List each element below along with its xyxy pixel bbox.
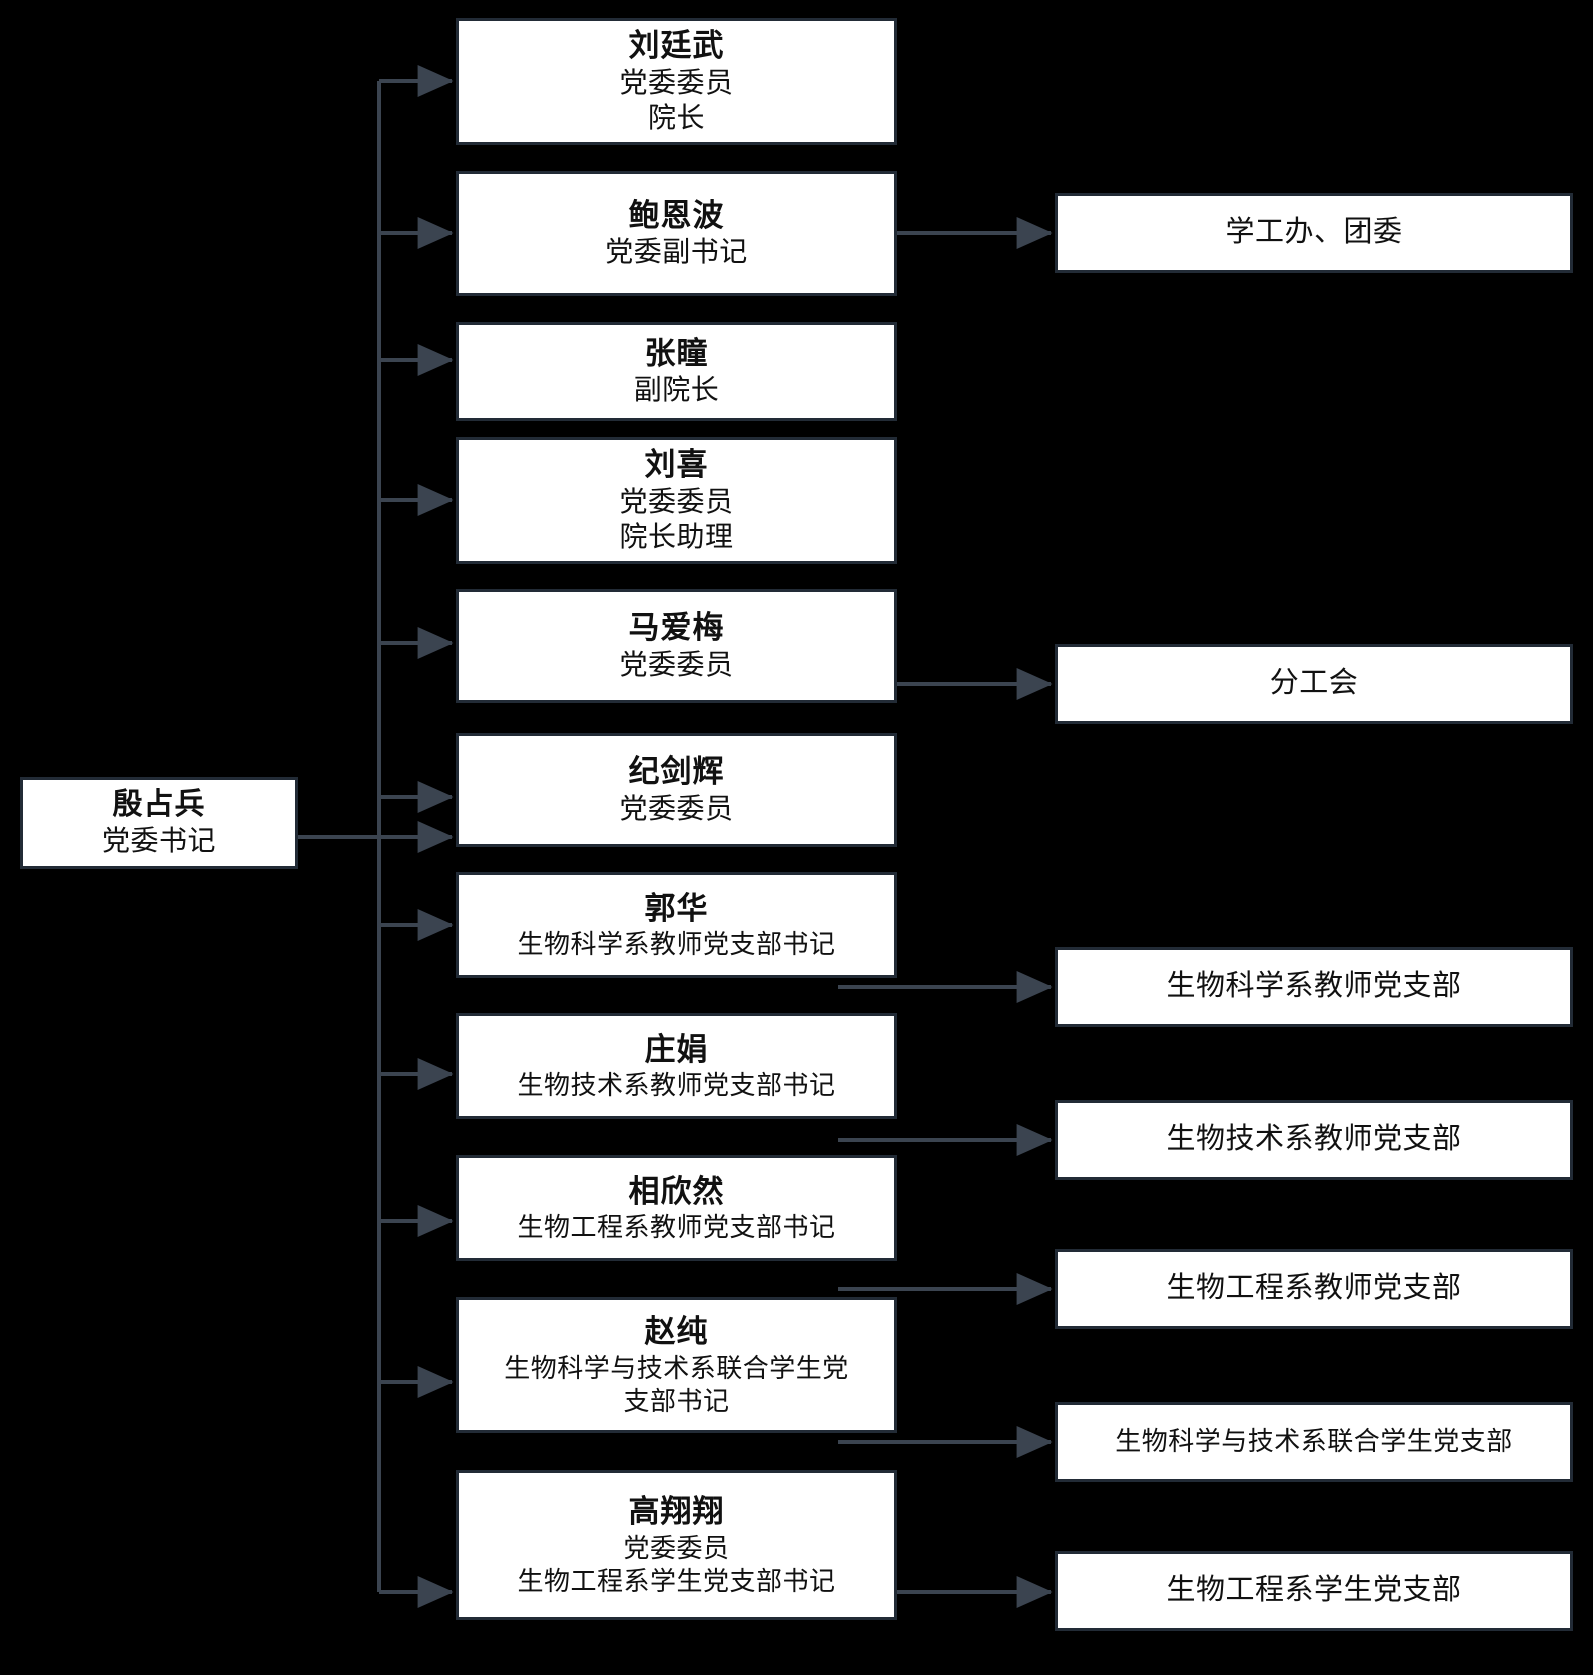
node-member-1[interactable]: 刘廷武 党委委员 院长 (456, 18, 897, 145)
member-title-line1: 党委委员 (619, 649, 734, 681)
member-title-line1: 党委委员 (619, 486, 734, 518)
unit-label: 学工办、团委 (1225, 216, 1403, 249)
root-name: 殷占兵 (112, 787, 206, 821)
node-member-9[interactable]: 相欣然 生物工程系教师党支部书记 (456, 1155, 897, 1261)
node-member-6[interactable]: 纪剑辉 党委委员 (456, 733, 897, 847)
member-name: 相欣然 (628, 1173, 725, 1209)
root-title: 党委书记 (101, 826, 216, 858)
node-unit-9[interactable]: 生物工程系教师党支部 (1055, 1249, 1573, 1329)
unit-label: 生物工程系教师党支部 (1166, 1272, 1462, 1305)
unit-label: 生物工程系学生党支部 (1166, 1574, 1462, 1607)
member-name: 鲍恩波 (628, 197, 725, 233)
member-name: 庄娟 (644, 1031, 709, 1067)
member-name: 刘廷武 (628, 27, 725, 63)
node-unit-8[interactable]: 生物技术系教师党支部 (1055, 1100, 1573, 1180)
member-title-line1: 党委副书记 (605, 237, 748, 269)
member-title-line1: 生物科学与技术系联合学生党 (504, 1353, 849, 1383)
node-unit-2[interactable]: 学工办、团委 (1055, 193, 1573, 273)
member-name: 纪剑辉 (628, 754, 725, 790)
unit-label: 分工会 (1269, 667, 1359, 700)
member-name: 高翔翔 (628, 1493, 725, 1529)
node-unit-11[interactable]: 生物工程系学生党支部 (1055, 1551, 1573, 1631)
node-unit-10[interactable]: 生物科学与技术系联合学生党支部 (1055, 1402, 1573, 1482)
member-title-line2: 支部书记 (623, 1386, 730, 1416)
member-title-line1: 副院长 (633, 375, 720, 407)
member-name: 郭华 (644, 890, 709, 926)
member-name: 马爱梅 (628, 610, 725, 646)
member-title-line1: 生物技术系教师党支部书记 (517, 1071, 836, 1101)
node-member-7[interactable]: 郭华 生物科学系教师党支部书记 (456, 872, 897, 978)
node-member-2[interactable]: 鲍恩波 党委副书记 (456, 171, 897, 296)
node-member-5[interactable]: 马爱梅 党委委员 (456, 589, 897, 703)
member-title-line1: 党委委员 (619, 793, 734, 825)
node-member-3[interactable]: 张瞳 副院长 (456, 322, 897, 421)
member-title-line1: 生物工程系教师党支部书记 (517, 1213, 836, 1243)
unit-label: 生物科学与技术系联合学生党支部 (1115, 1427, 1513, 1457)
node-unit-7[interactable]: 生物科学系教师党支部 (1055, 947, 1573, 1027)
member-name: 刘喜 (644, 446, 709, 482)
member-title-line2: 院长助理 (619, 522, 734, 554)
member-title-line1: 党委委员 (619, 67, 734, 99)
member-title-line1: 党委委员 (623, 1533, 730, 1563)
node-member-11[interactable]: 高翔翔 党委委员 生物工程系学生党支部书记 (456, 1470, 897, 1620)
node-member-10[interactable]: 赵纯 生物科学与技术系联合学生党 支部书记 (456, 1297, 897, 1433)
member-title-line2: 院长 (647, 103, 705, 135)
node-member-8[interactable]: 庄娟 生物技术系教师党支部书记 (456, 1013, 897, 1119)
member-name: 赵纯 (644, 1313, 709, 1349)
member-title-line2: 生物工程系学生党支部书记 (517, 1566, 836, 1596)
unit-label: 生物科学系教师党支部 (1166, 970, 1462, 1003)
member-title-line1: 生物科学系教师党支部书记 (517, 930, 836, 960)
node-member-4[interactable]: 刘喜 党委委员 院长助理 (456, 437, 897, 564)
node-unit-5[interactable]: 分工会 (1055, 644, 1573, 724)
member-name: 张瞳 (644, 335, 709, 371)
unit-label: 生物技术系教师党支部 (1166, 1123, 1462, 1156)
node-root[interactable]: 殷占兵 党委书记 (20, 777, 298, 869)
